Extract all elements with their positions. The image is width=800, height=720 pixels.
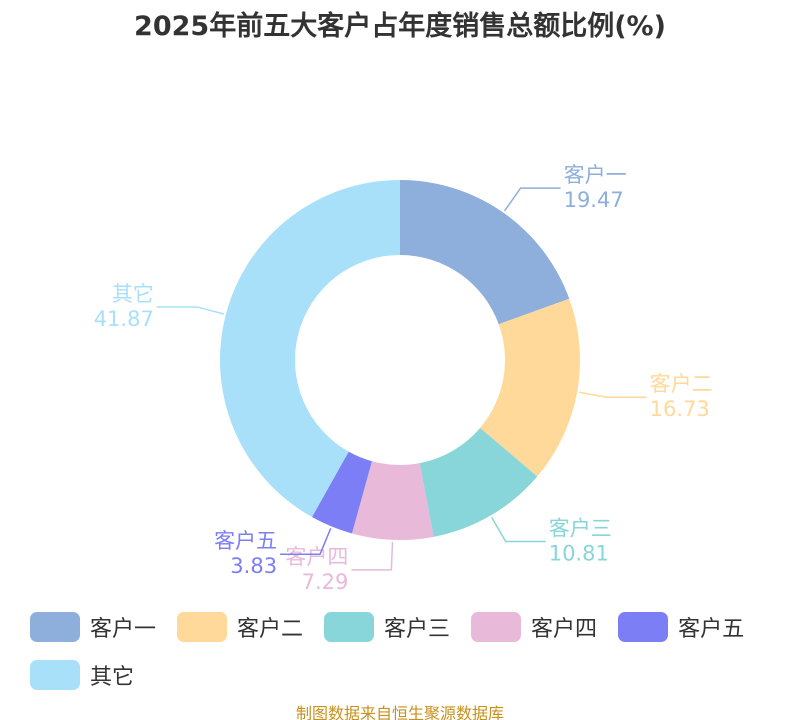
slice-label-name: 客户三 bbox=[549, 516, 612, 540]
legend-item[interactable]: 客户二 bbox=[177, 612, 303, 642]
slice-label-name: 客户四 bbox=[285, 545, 348, 569]
legend-swatch bbox=[177, 612, 228, 642]
slice-label-name: 客户二 bbox=[650, 372, 713, 396]
legend-item[interactable]: 客户一 bbox=[30, 612, 156, 642]
slice-label-name: 客户五 bbox=[214, 529, 277, 553]
chart-title: 2025年前五大客户占年度销售总额比例(%) bbox=[134, 11, 666, 42]
label-line-2 bbox=[490, 516, 546, 543]
legend-label: 客户五 bbox=[678, 617, 745, 642]
legend-item[interactable]: 其它 bbox=[30, 660, 134, 690]
legend-swatch bbox=[471, 612, 522, 642]
label-line-5 bbox=[156, 306, 225, 315]
label-line-0 bbox=[503, 187, 561, 212]
slice-label-value: 3.83 bbox=[230, 554, 277, 578]
slice-3[interactable] bbox=[351, 461, 434, 541]
legend-swatch bbox=[324, 612, 375, 642]
slice-label-name: 客户一 bbox=[564, 163, 627, 187]
legend: 客户一 客户二 客户三 客户四 客户五其它 bbox=[30, 612, 790, 690]
legend-label: 客户三 bbox=[384, 617, 451, 642]
slice-5[interactable] bbox=[219, 180, 400, 518]
label-line-3 bbox=[351, 541, 394, 571]
slice-label-value: 41.87 bbox=[94, 307, 154, 331]
slice-label-value: 16.73 bbox=[650, 397, 710, 421]
slice-label-value: 7.29 bbox=[302, 570, 349, 594]
slice-2[interactable] bbox=[419, 427, 538, 537]
source-note: 制图数据来自恒生聚源数据库 bbox=[295, 704, 504, 720]
legend-item[interactable]: 客户四 bbox=[471, 612, 597, 642]
legend-item[interactable]: 客户三 bbox=[324, 612, 450, 642]
slice-4[interactable] bbox=[311, 451, 372, 534]
legend-swatch bbox=[618, 612, 669, 642]
slice-label-value: 19.47 bbox=[564, 188, 624, 212]
legend-label: 客户一 bbox=[90, 617, 157, 642]
slice-label-name: 其它 bbox=[112, 282, 154, 306]
label-line-4 bbox=[280, 528, 332, 555]
slice-0[interactable] bbox=[400, 180, 570, 325]
legend-item[interactable]: 客户五 bbox=[618, 612, 744, 642]
label-line-1 bbox=[578, 391, 647, 398]
slice-label-value: 10.81 bbox=[549, 541, 609, 565]
legend-label: 客户二 bbox=[237, 617, 304, 642]
legend-swatch bbox=[30, 612, 80, 642]
legend-swatch bbox=[30, 660, 80, 690]
slice-1[interactable] bbox=[480, 298, 580, 477]
legend-label: 客户四 bbox=[531, 617, 598, 642]
legend-label: 其它 bbox=[90, 665, 135, 690]
